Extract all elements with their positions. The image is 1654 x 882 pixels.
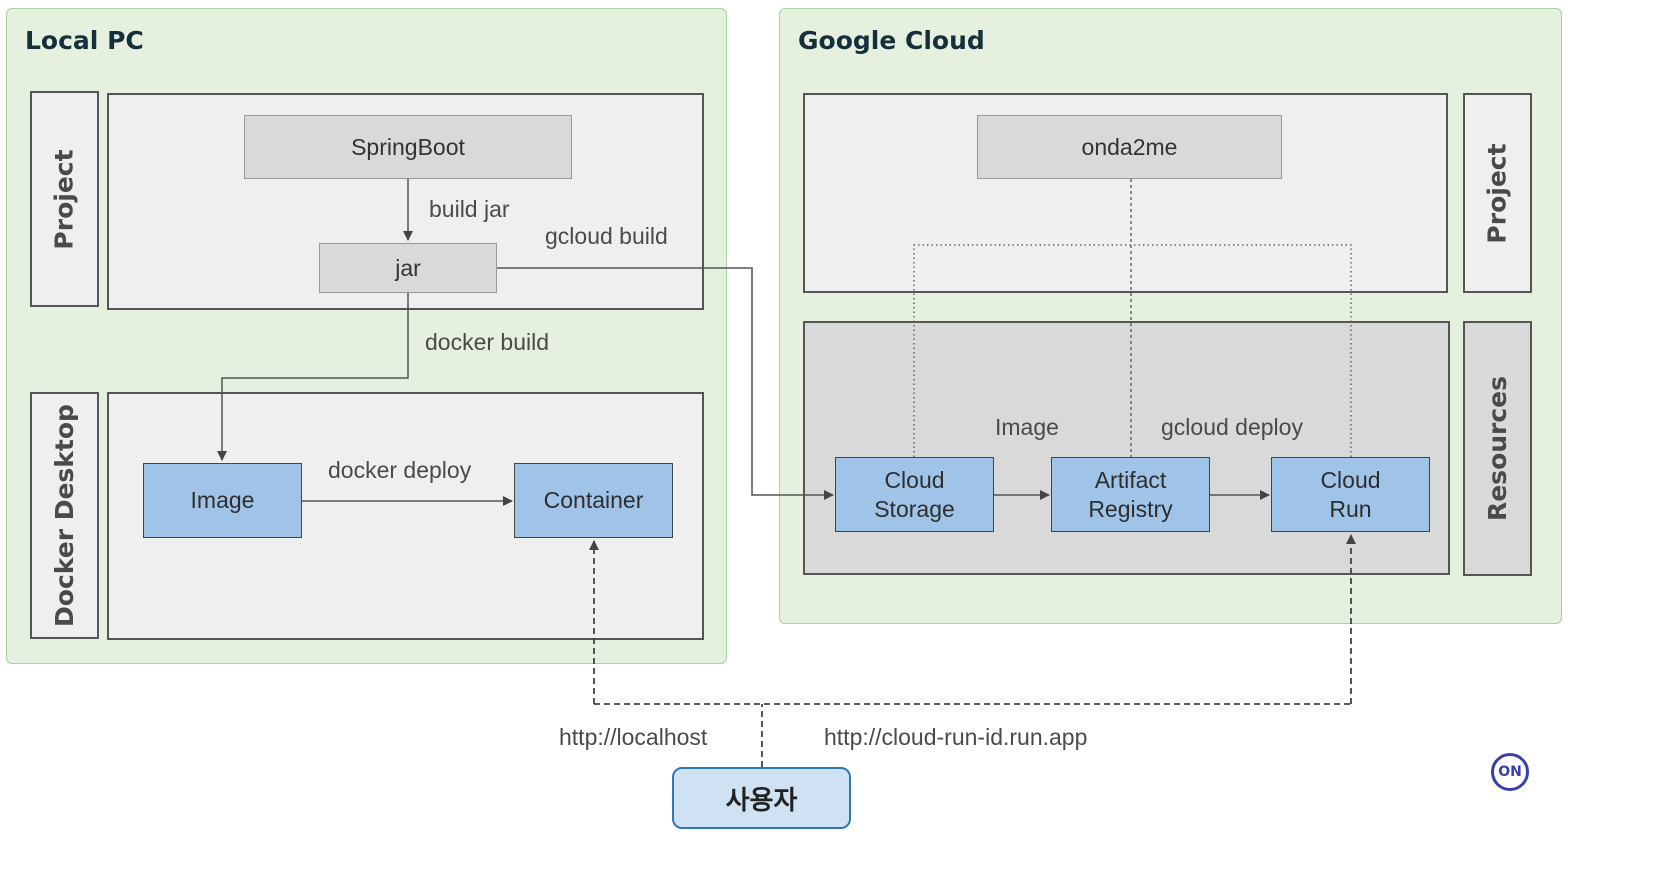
cloud-run-node: Cloud Run	[1271, 457, 1430, 532]
artifact-registry-node: Artifact Registry	[1051, 457, 1210, 532]
cloud-run-url-label: http://cloud-run-id.run.app	[824, 724, 1088, 750]
jar-node: jar	[319, 243, 497, 293]
localhost-url-label: http://localhost	[559, 724, 708, 750]
onda2me-node: onda2me	[977, 115, 1282, 179]
edge-user-access	[589, 534, 1356, 767]
onda2me-node-label: onda2me	[1081, 133, 1178, 160]
gcloud-build-label: gcloud build	[545, 223, 668, 249]
build-jar-label: build jar	[429, 196, 510, 222]
docker-build-label: docker build	[425, 329, 550, 355]
image-node-label: Image	[190, 487, 255, 514]
cloud-project-label: Project	[1463, 93, 1532, 293]
springboot-node-label: SpringBoot	[351, 133, 465, 160]
image-node: Image	[143, 463, 302, 538]
user-node: 사용자	[672, 767, 851, 829]
resources-label: Resources	[1463, 321, 1532, 576]
resources-panel	[803, 321, 1450, 575]
container-node-label: Container	[543, 487, 644, 514]
edge-onda2me-links	[913, 179, 1352, 457]
docker-deploy-label: docker deploy	[328, 457, 472, 483]
edge-docker-build	[217, 293, 409, 461]
springboot-node: SpringBoot	[244, 115, 572, 179]
on-logo-badge: ON	[1491, 753, 1529, 791]
gcloud-deploy-label: gcloud deploy	[1161, 414, 1303, 440]
jar-node-label: jar	[395, 254, 421, 281]
cloud-storage-node: Cloud Storage	[835, 457, 994, 532]
user-node-label: 사용자	[725, 785, 798, 816]
container-node: Container	[514, 463, 673, 538]
artifact-registry-node-label: Artifact Registry	[1088, 466, 1173, 522]
local-project-label: Project	[30, 91, 99, 307]
on-logo-text: ON	[1498, 764, 1522, 780]
cloud-run-node-label: Cloud Run	[1320, 466, 1381, 522]
cloud-storage-node-label: Cloud Storage	[874, 466, 955, 522]
edge-gcloud-build	[497, 267, 834, 500]
docker-desktop-label: Docker Desktop	[30, 392, 99, 639]
local-pc-title: Local PC	[25, 26, 144, 55]
google-cloud-title: Google Cloud	[798, 26, 985, 55]
image-transfer-label: Image	[995, 414, 1059, 440]
